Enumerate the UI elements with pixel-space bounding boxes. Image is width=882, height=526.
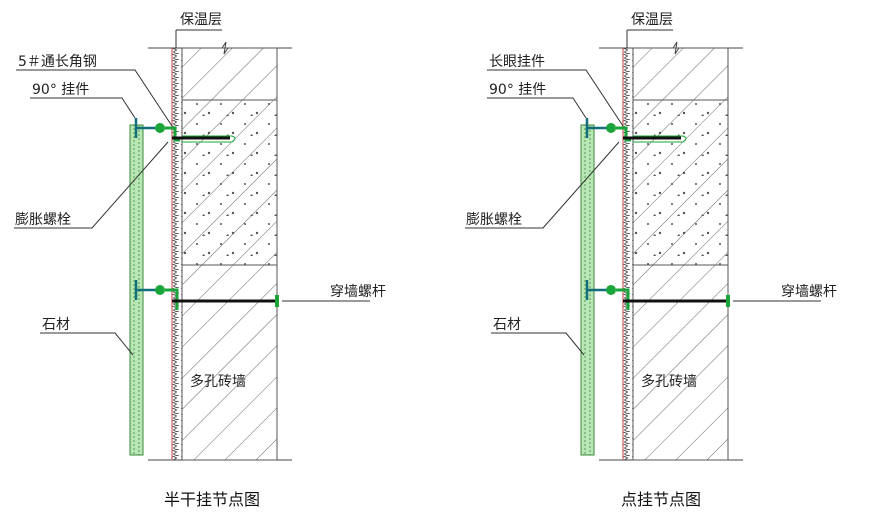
leaders: [465, 29, 821, 356]
caption-semi-dry: 半干挂节点图: [164, 490, 260, 509]
label-slot-hanger: 长眼挂件: [489, 54, 545, 70]
wall-section: [148, 41, 292, 461]
upper-bracket: [585, 118, 687, 143]
label-stone: 石材: [493, 317, 521, 333]
lower-bracket: [134, 280, 279, 310]
label-stone: 石材: [42, 317, 70, 333]
point-hanging-diagram: 保温层 长眼挂件 90° 挂件 膨胀螺栓 石材 多孔砖墙 穿墙螺杆 点挂节点图: [465, 12, 837, 509]
semi-dry-hanging-diagram: 保温层 5＃通长角钢 90° 挂件 膨胀螺栓 石材 多孔砖墙 穿墙螺杆 半干挂节…: [14, 12, 386, 509]
label-90-hanger: 90° 挂件: [32, 82, 89, 98]
caption-point-hanging: 点挂节点图: [621, 490, 701, 509]
label-insulation: 保温层: [180, 12, 222, 28]
label-through-rod: 穿墙螺杆: [330, 284, 386, 300]
insulation-layer: [623, 48, 633, 460]
upper-bracket: [134, 118, 236, 143]
leaders: [14, 29, 370, 356]
label-brick-wall: 多孔砖墙: [641, 373, 697, 390]
wall-section: [599, 41, 743, 461]
label-through-rod: 穿墙螺杆: [781, 284, 837, 300]
insulation-layer: [172, 48, 182, 460]
label-expansion-bolt: 膨胀螺栓: [15, 211, 71, 228]
label-insulation: 保温层: [631, 12, 673, 28]
label-expansion-bolt: 膨胀螺栓: [466, 211, 522, 228]
label-brick-wall: 多孔砖墙: [190, 373, 246, 390]
label-90-hanger: 90° 挂件: [489, 82, 546, 98]
lower-bracket: [585, 280, 730, 310]
label-angle-steel: 5＃通长角钢: [18, 54, 97, 70]
